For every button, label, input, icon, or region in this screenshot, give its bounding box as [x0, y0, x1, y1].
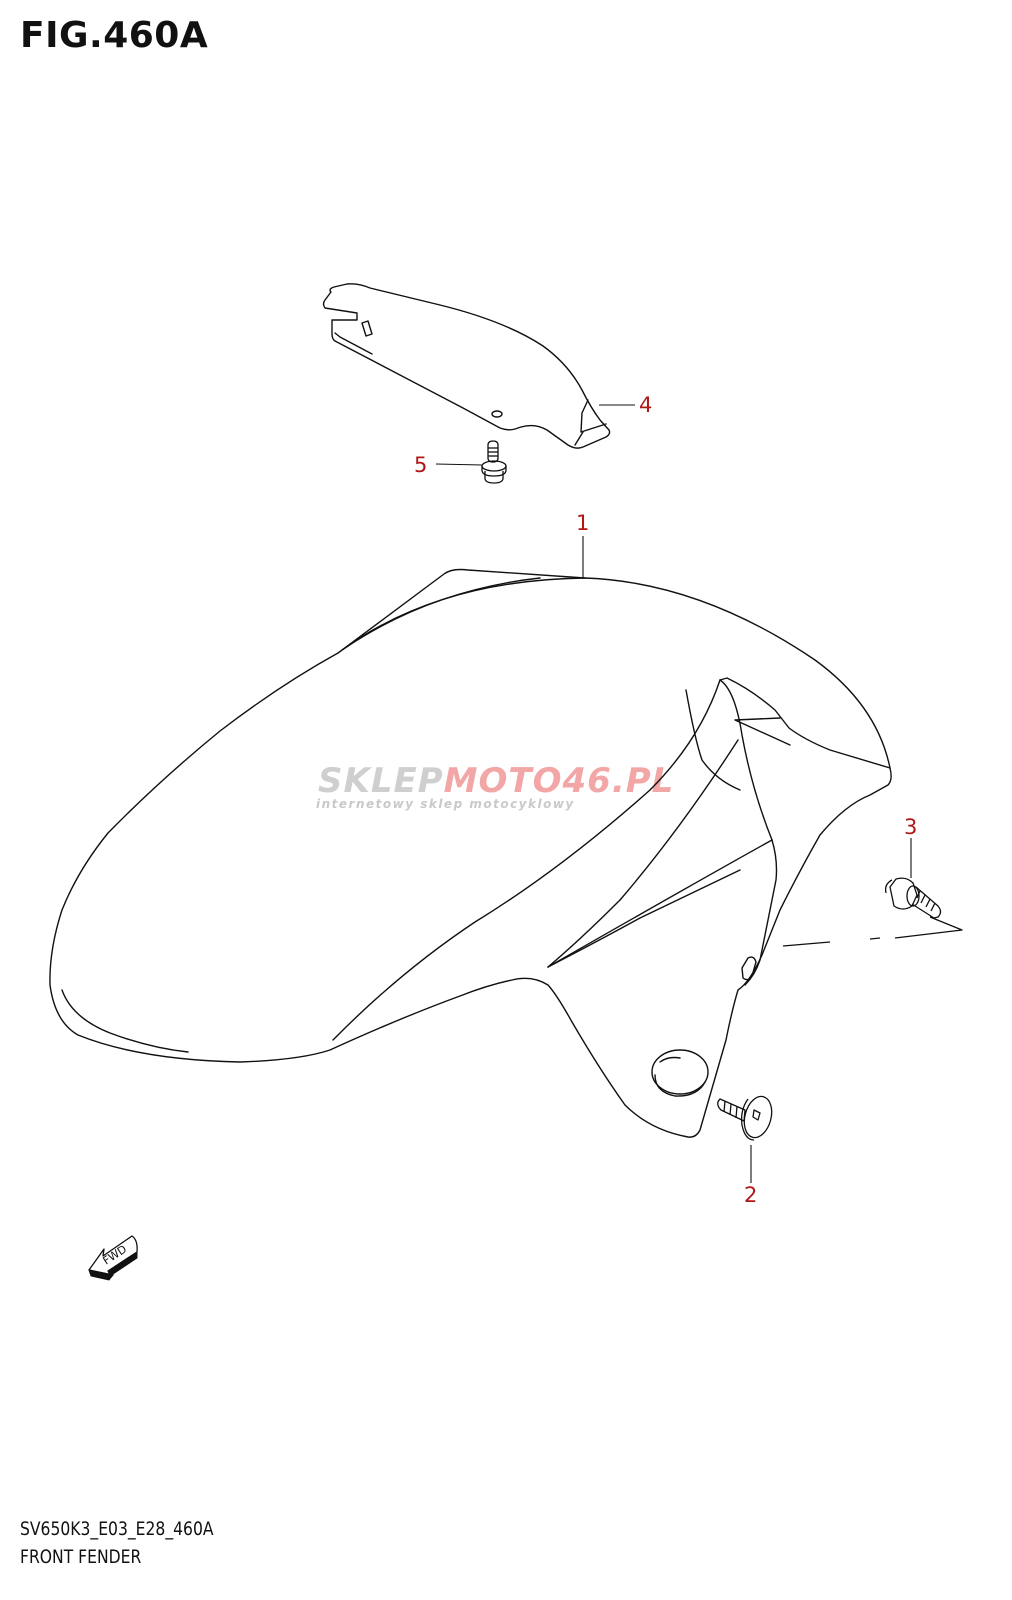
callouts: 1 2 3 4 5	[414, 393, 917, 1207]
figure-title: FIG.460A	[20, 15, 209, 56]
part-2-screw	[718, 1093, 776, 1140]
callout-3: 3	[904, 815, 917, 839]
callout-5: 5	[414, 453, 427, 477]
callout-4: 4	[639, 393, 652, 417]
watermark-tagline: internetowy sklep motocyklowy	[316, 797, 575, 811]
svg-text:SKLEPMOTO46.PL: SKLEPMOTO46.PL	[318, 761, 674, 801]
watermark-brand-domain: .PL	[612, 761, 675, 801]
forward-arrow-icon: FWD	[89, 1236, 137, 1280]
diagram-name: FRONT FENDER	[20, 1546, 142, 1568]
part-1-front-fender	[50, 570, 891, 1138]
callout-2: 2	[744, 1183, 757, 1207]
watermark-brand-number: 46	[562, 761, 612, 801]
part-5-flange-bolt	[482, 441, 506, 483]
watermark-brand-moto: MOTO	[444, 761, 563, 801]
diagram-code: SV650K3_E03_E28_460A	[20, 1518, 214, 1540]
part-3-flange-bolt	[783, 878, 962, 946]
part-4-bracket-plate	[324, 284, 610, 448]
watermark: SKLEPMOTO46.PL internetowy sklep motocyk…	[316, 761, 674, 811]
callout-1: 1	[576, 511, 589, 535]
watermark-brand-sklep: SKLEP	[318, 761, 444, 801]
leader-lines	[436, 405, 911, 1183]
